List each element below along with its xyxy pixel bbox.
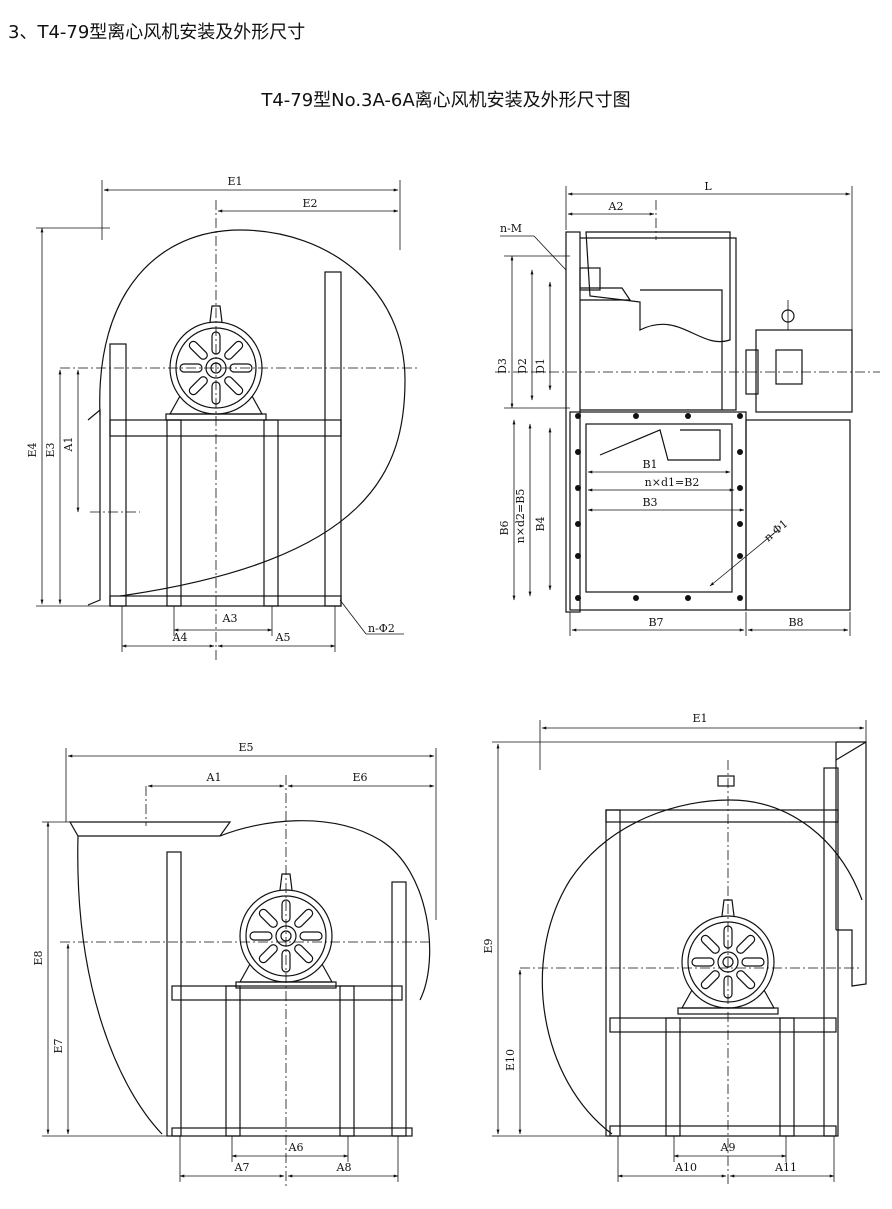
dim-B4: B4 (534, 516, 547, 531)
dim-E6: E6 (352, 771, 367, 784)
dim-E10: E10 (504, 1049, 517, 1071)
dim-E7: E7 (52, 1038, 65, 1053)
dim-A4: A4 (172, 631, 188, 644)
dim-B8: B8 (788, 616, 803, 629)
view-side-top-right (495, 186, 880, 636)
dim-A3: A3 (222, 612, 238, 625)
dim-L: L (704, 180, 712, 193)
dim-A6: A6 (288, 1141, 304, 1154)
dim-E9: E9 (482, 938, 495, 953)
dim-A1: A1 (62, 437, 75, 453)
dim-B3: B3 (642, 496, 657, 509)
dim-n-phi1: n-Φ1 (762, 517, 791, 544)
dim-E1-bottom: E1 (692, 712, 707, 725)
dim-A7: A7 (234, 1161, 250, 1174)
dim-A1-bottom: A1 (206, 771, 222, 784)
dim-E1: E1 (227, 175, 242, 188)
dim-B2: n×d1=B2 (645, 476, 700, 489)
dim-E2: E2 (302, 197, 317, 210)
dim-A10: A10 (674, 1161, 697, 1174)
dim-n-phi2: n-Φ2 (368, 622, 395, 635)
figure-title: T4-79型No.3A-6A离心风机安装及外形尺寸图 (261, 90, 631, 111)
dim-B6: B6 (498, 520, 511, 535)
dim-A9: A9 (720, 1141, 736, 1154)
dim-B7: B7 (648, 616, 663, 629)
dim-E5: E5 (238, 741, 253, 754)
dim-D3: D3 (496, 358, 509, 374)
dim-A5: A5 (275, 631, 291, 644)
dim-D2: D2 (516, 358, 529, 374)
dim-n-M: n-M (500, 222, 522, 235)
dim-E4: E4 (26, 442, 39, 457)
dim-E8: E8 (32, 950, 45, 965)
view-front-top-left (36, 180, 420, 660)
dim-B1: B1 (642, 458, 657, 471)
dim-A8: A8 (336, 1161, 352, 1174)
dim-A2: A2 (608, 200, 624, 213)
dim-B5: n×d2=B5 (514, 489, 527, 544)
section-title: 3、T4-79型离心风机安装及外形尺寸 (8, 22, 306, 43)
dim-E3: E3 (44, 442, 57, 457)
dim-D1: D1 (534, 358, 547, 374)
view-front-bottom-right (492, 720, 867, 1186)
view-front-bottom-left (42, 748, 437, 1186)
dim-A11: A11 (774, 1161, 797, 1174)
